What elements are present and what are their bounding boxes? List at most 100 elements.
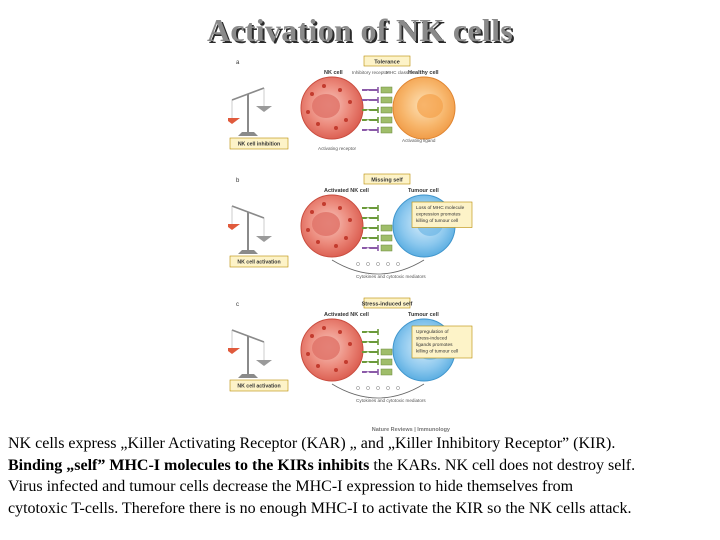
- granule: [316, 364, 320, 368]
- mediator-dot: [366, 262, 370, 266]
- granule: [348, 342, 352, 346]
- receptor-set: +++++: [362, 205, 393, 252]
- nk-cell-nucleus: [312, 336, 340, 360]
- ligand: [380, 348, 393, 356]
- mediator-arrow: [331, 259, 425, 275]
- scale-beam: [231, 329, 265, 343]
- scenario-box: [363, 55, 411, 67]
- signal-sign: +: [367, 360, 370, 366]
- mhc-class-i-label: MHC class I: [386, 70, 411, 75]
- granule: [338, 330, 342, 334]
- granule: [310, 210, 314, 214]
- signal-sign: +: [367, 128, 370, 134]
- granule: [306, 110, 310, 114]
- left-cell-label: NK cell: [324, 70, 343, 76]
- note-background: [411, 201, 473, 228]
- mediator-dot: [376, 262, 380, 266]
- scale-base: [238, 374, 258, 378]
- nk-cell-icon: [300, 76, 364, 140]
- granule: [334, 368, 338, 372]
- balance-text: NK cell activation: [237, 384, 280, 390]
- ligand: [380, 96, 393, 104]
- balance-scale-icon: [228, 329, 272, 378]
- note-text: ligands promotes: [416, 342, 453, 348]
- granule: [344, 236, 348, 240]
- note-text: killing of tumour cell: [416, 218, 458, 224]
- cytotoxic-mediators-label: Cytokines and cytotoxic mediators: [356, 398, 426, 403]
- balance-label: NK cell activation: [229, 379, 289, 392]
- granule: [306, 352, 310, 356]
- caption-line: Virus infected and tumour cells decrease…: [8, 478, 574, 495]
- note-text: killing of tumour cell: [416, 349, 458, 355]
- right-cell-label: Tumour cell: [408, 188, 439, 194]
- nk-cell-nucleus: [312, 212, 340, 236]
- mediator-dot: [366, 386, 370, 390]
- cytotoxic-mediators: Cytokines and cytotoxic mediators: [331, 383, 426, 403]
- caption-text: the KARs. NK cell does not destroy self.: [369, 456, 636, 474]
- signal-sign: +: [367, 108, 370, 114]
- granule: [310, 334, 314, 338]
- panel-letter: a: [236, 60, 240, 66]
- mediator-dot: [396, 262, 400, 266]
- signal-sign: +: [367, 370, 370, 376]
- signal-sign: +: [367, 236, 370, 242]
- scenario-text: Tolerance: [374, 60, 400, 66]
- scale-pan-left: [228, 224, 240, 230]
- granule: [316, 240, 320, 244]
- receptor-set: +++++: [362, 329, 393, 376]
- scale-pan-right: [256, 236, 272, 242]
- note-text: Upregulation of: [416, 329, 449, 335]
- signal-sign: +: [367, 216, 370, 222]
- signal-sign: +: [367, 330, 370, 336]
- left-cell-label: Activated NK cell: [324, 188, 369, 194]
- signal-sign: +: [367, 246, 370, 252]
- panel-letter: c: [236, 302, 239, 308]
- figure-source: Nature Reviews | Immunology: [372, 427, 451, 433]
- scale-beam: [231, 205, 265, 219]
- scale-base: [238, 250, 258, 254]
- granule: [306, 228, 310, 232]
- page-title: Activation of NK cells: [206, 12, 514, 48]
- mediator-dot: [386, 386, 390, 390]
- granule: [334, 126, 338, 130]
- ligand: [380, 224, 393, 232]
- ligand: [380, 106, 393, 114]
- ligand: [380, 116, 393, 124]
- mediator-dot: [386, 262, 390, 266]
- receptor-set: --+++: [362, 86, 393, 134]
- granule: [316, 122, 320, 126]
- scenario-label: Tolerance: [363, 55, 411, 67]
- nk-cell-nucleus: [312, 94, 340, 118]
- balance-label: NK cell activation: [229, 255, 289, 268]
- granule: [322, 84, 326, 88]
- cytotoxic-mediators-label: Cytokines and cytotoxic mediators: [356, 274, 426, 279]
- right-cell-label: Healthy cell: [408, 70, 439, 76]
- ligand: [380, 86, 393, 94]
- scenario-text: Missing self: [371, 178, 403, 184]
- signal-sign: -: [367, 98, 369, 104]
- mediator-dot: [356, 386, 360, 390]
- balance-scale-icon: [228, 205, 272, 254]
- signal-sign: +: [367, 226, 370, 232]
- note-text: stress-induced: [416, 336, 448, 342]
- nk-cell-icon: [300, 318, 364, 382]
- scenario-label: Stress-induced self: [362, 297, 413, 309]
- signal-sign: -: [367, 88, 369, 94]
- granule: [348, 100, 352, 104]
- activating-receptor-label: Activating receptor: [318, 146, 357, 151]
- granule: [344, 360, 348, 364]
- caption: NK cells express „Killer Activating Rece…: [8, 433, 716, 519]
- ligand: [380, 368, 393, 376]
- signal-sign: +: [367, 350, 370, 356]
- granule: [344, 118, 348, 122]
- ligand: [380, 244, 393, 252]
- granule: [348, 218, 352, 222]
- panel-letter: b: [236, 178, 240, 184]
- scenario-text: Stress-induced self: [362, 302, 413, 308]
- scenario-label: Missing self: [363, 173, 411, 185]
